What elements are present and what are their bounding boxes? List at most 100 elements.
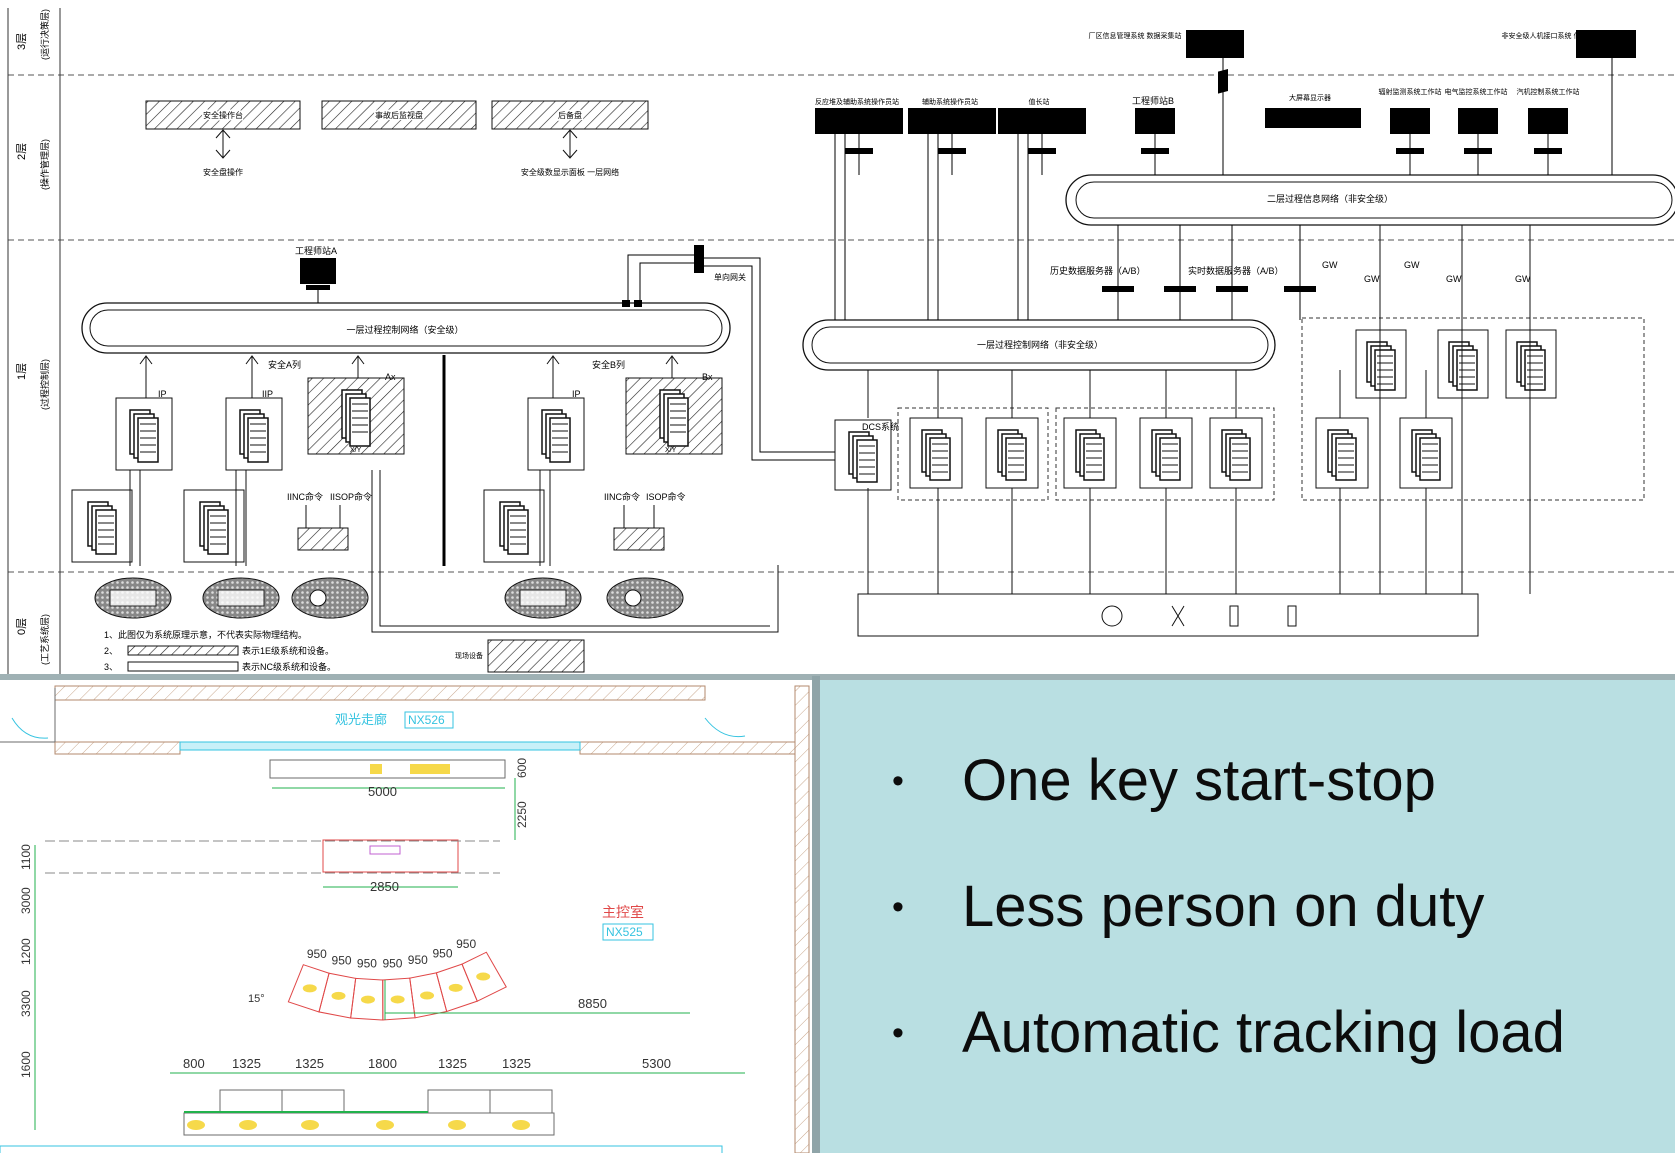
level-separators: [8, 74, 1675, 573]
feature-list: •One key start-stop •Less person on duty…: [892, 752, 1565, 1130]
feature-panel: •One key start-stop •Less person on duty…: [820, 680, 1675, 1153]
station-monitor: [1135, 108, 1175, 134]
feature-text: Automatic tracking load: [962, 1000, 1565, 1065]
ip-label-2: IP: [572, 389, 581, 399]
feature-item: •Automatic tracking load: [892, 1004, 1565, 1062]
bullet-icon: •: [892, 888, 904, 926]
level-label-0: 0层: [15, 618, 28, 635]
hatched-panel-3: 后备盘: [558, 110, 582, 120]
field-equipment: [94, 577, 684, 619]
nonsafety-network-label: 一层过程控制网络（非安全级）: [977, 339, 1103, 350]
station-monitor: [1390, 108, 1430, 134]
svg-text:非安全级人机接口系统 信息服务器: 非安全级人机接口系统 信息服务器: [1502, 31, 1609, 40]
top-right-stations: 厂区信息管理系统 数据采集站 非安全级人机接口系统 信息服务器: [1089, 30, 1636, 175]
bottom-dim-label: 1325: [232, 1056, 261, 1071]
control-room-floorplan: 观光走廊 NX526 600 5000 2250 2850 主控室 NX525 …: [0, 680, 820, 1153]
dim-2250: 2250: [515, 801, 529, 828]
iip-label: IIP: [262, 389, 273, 399]
left-dim-label: 3300: [19, 990, 33, 1017]
svg-text:表示1E级系统和设备。: 表示1E级系统和设备。: [242, 645, 334, 656]
feature-text: Less person on duty: [962, 874, 1485, 939]
console-width-label: 950: [332, 953, 352, 967]
panel-divider-horizontal: [0, 674, 1675, 680]
bottom-dim-label: 800: [183, 1056, 205, 1071]
ic-architecture-diagram: 3层 (运行决策层) 2层 (操作管理层) 1层 (过程控制层) 0层 (工艺系…: [7, 8, 1675, 675]
bullet-icon: •: [892, 1014, 904, 1052]
one-way-gateway: 单向网关: [622, 245, 840, 461]
level-sublabel-1: (过程控制层): [39, 359, 50, 410]
console-width-label: 950: [382, 957, 402, 971]
level-sublabel-0: (工艺系统层): [39, 614, 50, 665]
operator-stations: [815, 108, 1568, 320]
hatched-panel-2: 事故后监视盘: [375, 110, 423, 120]
svg-text:表示NC级系统和设备。: 表示NC级系统和设备。: [242, 661, 336, 672]
nonsafety-network: 一层过程控制网络（非安全级）: [802, 319, 1276, 371]
angle-label: 15°: [248, 993, 265, 1005]
left-dim-label: 1200: [19, 938, 33, 965]
safety-cabinets: [71, 355, 723, 566]
gw-label-1: GW: [1322, 260, 1338, 270]
safety-network-label: 一层过程控制网络（安全级）: [346, 324, 463, 335]
train-a-label: 安全A列: [268, 359, 301, 370]
level2-network: 二层过程信息网络（非安全级）: [1065, 174, 1675, 226]
xy-label-b: X/Y: [665, 447, 677, 454]
operator-station-2: 辅助系统操作员站: [922, 97, 978, 106]
server-label-2: 实时数据服务器（A/B）: [1188, 265, 1284, 276]
gw-label-4: GW: [1446, 274, 1462, 284]
corridor-label: 观光走廊: [335, 712, 387, 727]
level-sublabel-2: (操作管理层): [39, 139, 50, 190]
dim-600: 600: [515, 758, 529, 778]
sop-label-b: ISOP命令: [646, 491, 686, 502]
feature-text: One key start-stop: [962, 748, 1436, 813]
gw-label-3: GW: [1404, 260, 1420, 270]
sop-label-a: IISOP命令: [330, 491, 372, 502]
nc-label-b: IINC命令: [604, 491, 640, 502]
workstation-b: 工程师站B: [1132, 95, 1174, 106]
console-width-label: 950: [357, 957, 377, 971]
svg-text:单向网关: 单向网关: [714, 272, 746, 282]
bx-label: Bx: [702, 372, 713, 382]
feature-item: •One key start-stop: [892, 752, 1565, 810]
level2-network-label: 二层过程信息网络（非安全级）: [1267, 193, 1393, 204]
hatched-caption-2: 安全级数显示面板 一层网络: [521, 167, 619, 177]
right-cabinets: [834, 225, 1557, 594]
console-width-label: 950: [432, 947, 452, 961]
feature-item: •Less person on duty: [892, 878, 1565, 936]
console-width-label: 950: [408, 953, 428, 967]
bottom-dim-label: 5300: [642, 1056, 671, 1071]
dcs-label: DCS系统: [862, 421, 899, 432]
legend-caption: 现场设备: [455, 651, 483, 660]
bottom-dim-label: 1800: [368, 1056, 397, 1071]
station-monitor: [815, 108, 903, 134]
train-b-label: 安全B列: [592, 359, 625, 370]
big-screen-label: 大屏幕显示器: [1289, 93, 1331, 102]
corridor-tag: NX526: [408, 713, 445, 727]
dim-5000: 5000: [368, 784, 397, 799]
left-dim-label: 1600: [19, 1051, 33, 1078]
left-dim-label: 3000: [19, 887, 33, 914]
room-label: 主控室: [602, 904, 644, 920]
ax-label: Ax: [385, 372, 396, 382]
dim-8850: 8850: [578, 996, 607, 1011]
workstation-a: 工程师站A: [295, 245, 337, 303]
nc-label-a: IINC命令: [287, 491, 323, 502]
bottom-dim-label: 1325: [438, 1056, 467, 1071]
server-label-1: 历史数据服务器（A/B）: [1050, 265, 1146, 276]
station-monitor: [998, 108, 1086, 134]
operator-station-1: 反应堆及辅助系统操作员站: [815, 97, 899, 106]
diagram-notes: 1、此图仅为系统原理示意，不代表实际物理结构。 2、 表示1E级系统和设备。 3…: [104, 629, 336, 672]
ip-label-1: IP: [158, 389, 167, 399]
console-width-label: 950: [456, 937, 476, 951]
svg-text:1、此图仅为系统原理示意，不代表实际物理结构。: 1、此图仅为系统原理示意，不代表实际物理结构。: [104, 629, 307, 640]
hatched-caption-1: 安全盘操作: [203, 167, 243, 177]
station-monitor: [1528, 108, 1568, 134]
level-sublabel-3: (运行决策层): [39, 9, 50, 60]
right-station-1: 辐射监测系统工作站: [1379, 87, 1442, 96]
level-label-1: 1层: [15, 363, 28, 380]
bullet-icon: •: [892, 762, 904, 800]
operator-station-3: 值长站: [1029, 97, 1050, 106]
level-labels: 3层 (运行决策层) 2层 (操作管理层) 1层 (过程控制层) 0层 (工艺系…: [15, 9, 50, 665]
room-tag: NX525: [606, 925, 643, 939]
